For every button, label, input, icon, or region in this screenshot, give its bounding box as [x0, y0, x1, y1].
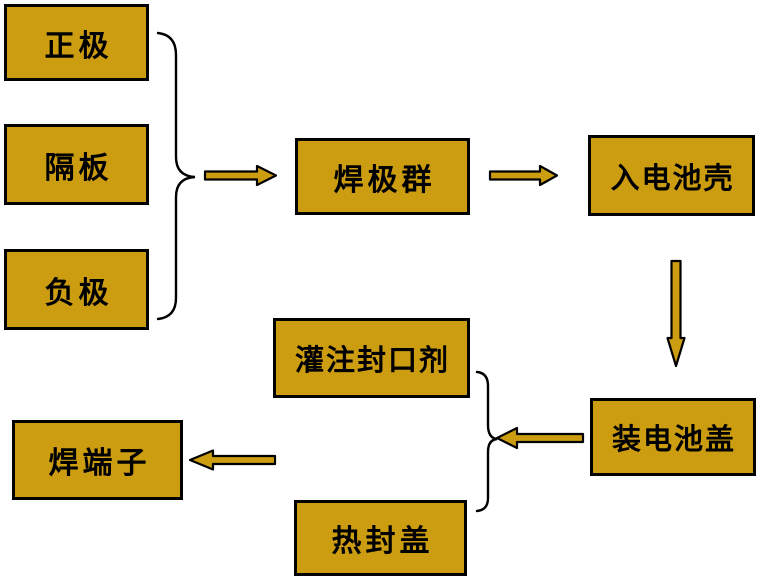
arrow-case-to-cover-icon	[666, 259, 686, 368]
brace-sealing-group	[475, 370, 498, 513]
node-heat-seal-cover: 热封盖	[294, 500, 467, 576]
arrow-plates-to-weld-group-icon	[203, 164, 278, 187]
node-weld-terminals: 焊端子	[12, 420, 183, 500]
node-weld-plate-group: 焊极群	[295, 138, 470, 215]
node-separator-plate: 隔板	[4, 124, 149, 205]
node-insert-battery-case: 入电池壳	[588, 135, 755, 216]
arrow-sealing-to-terminals-icon	[188, 449, 277, 471]
node-positive-plate: 正极	[4, 4, 149, 81]
node-negative-plate: 负极	[4, 249, 149, 330]
node-install-battery-cover: 装电池盖	[590, 398, 756, 476]
arrow-weld-group-to-case-icon	[488, 164, 559, 187]
node-pour-sealing-agent: 灌注封口剂	[273, 318, 470, 398]
arrow-cover-to-sealing-group-icon	[495, 426, 585, 450]
brace-plate-group	[156, 31, 196, 321]
